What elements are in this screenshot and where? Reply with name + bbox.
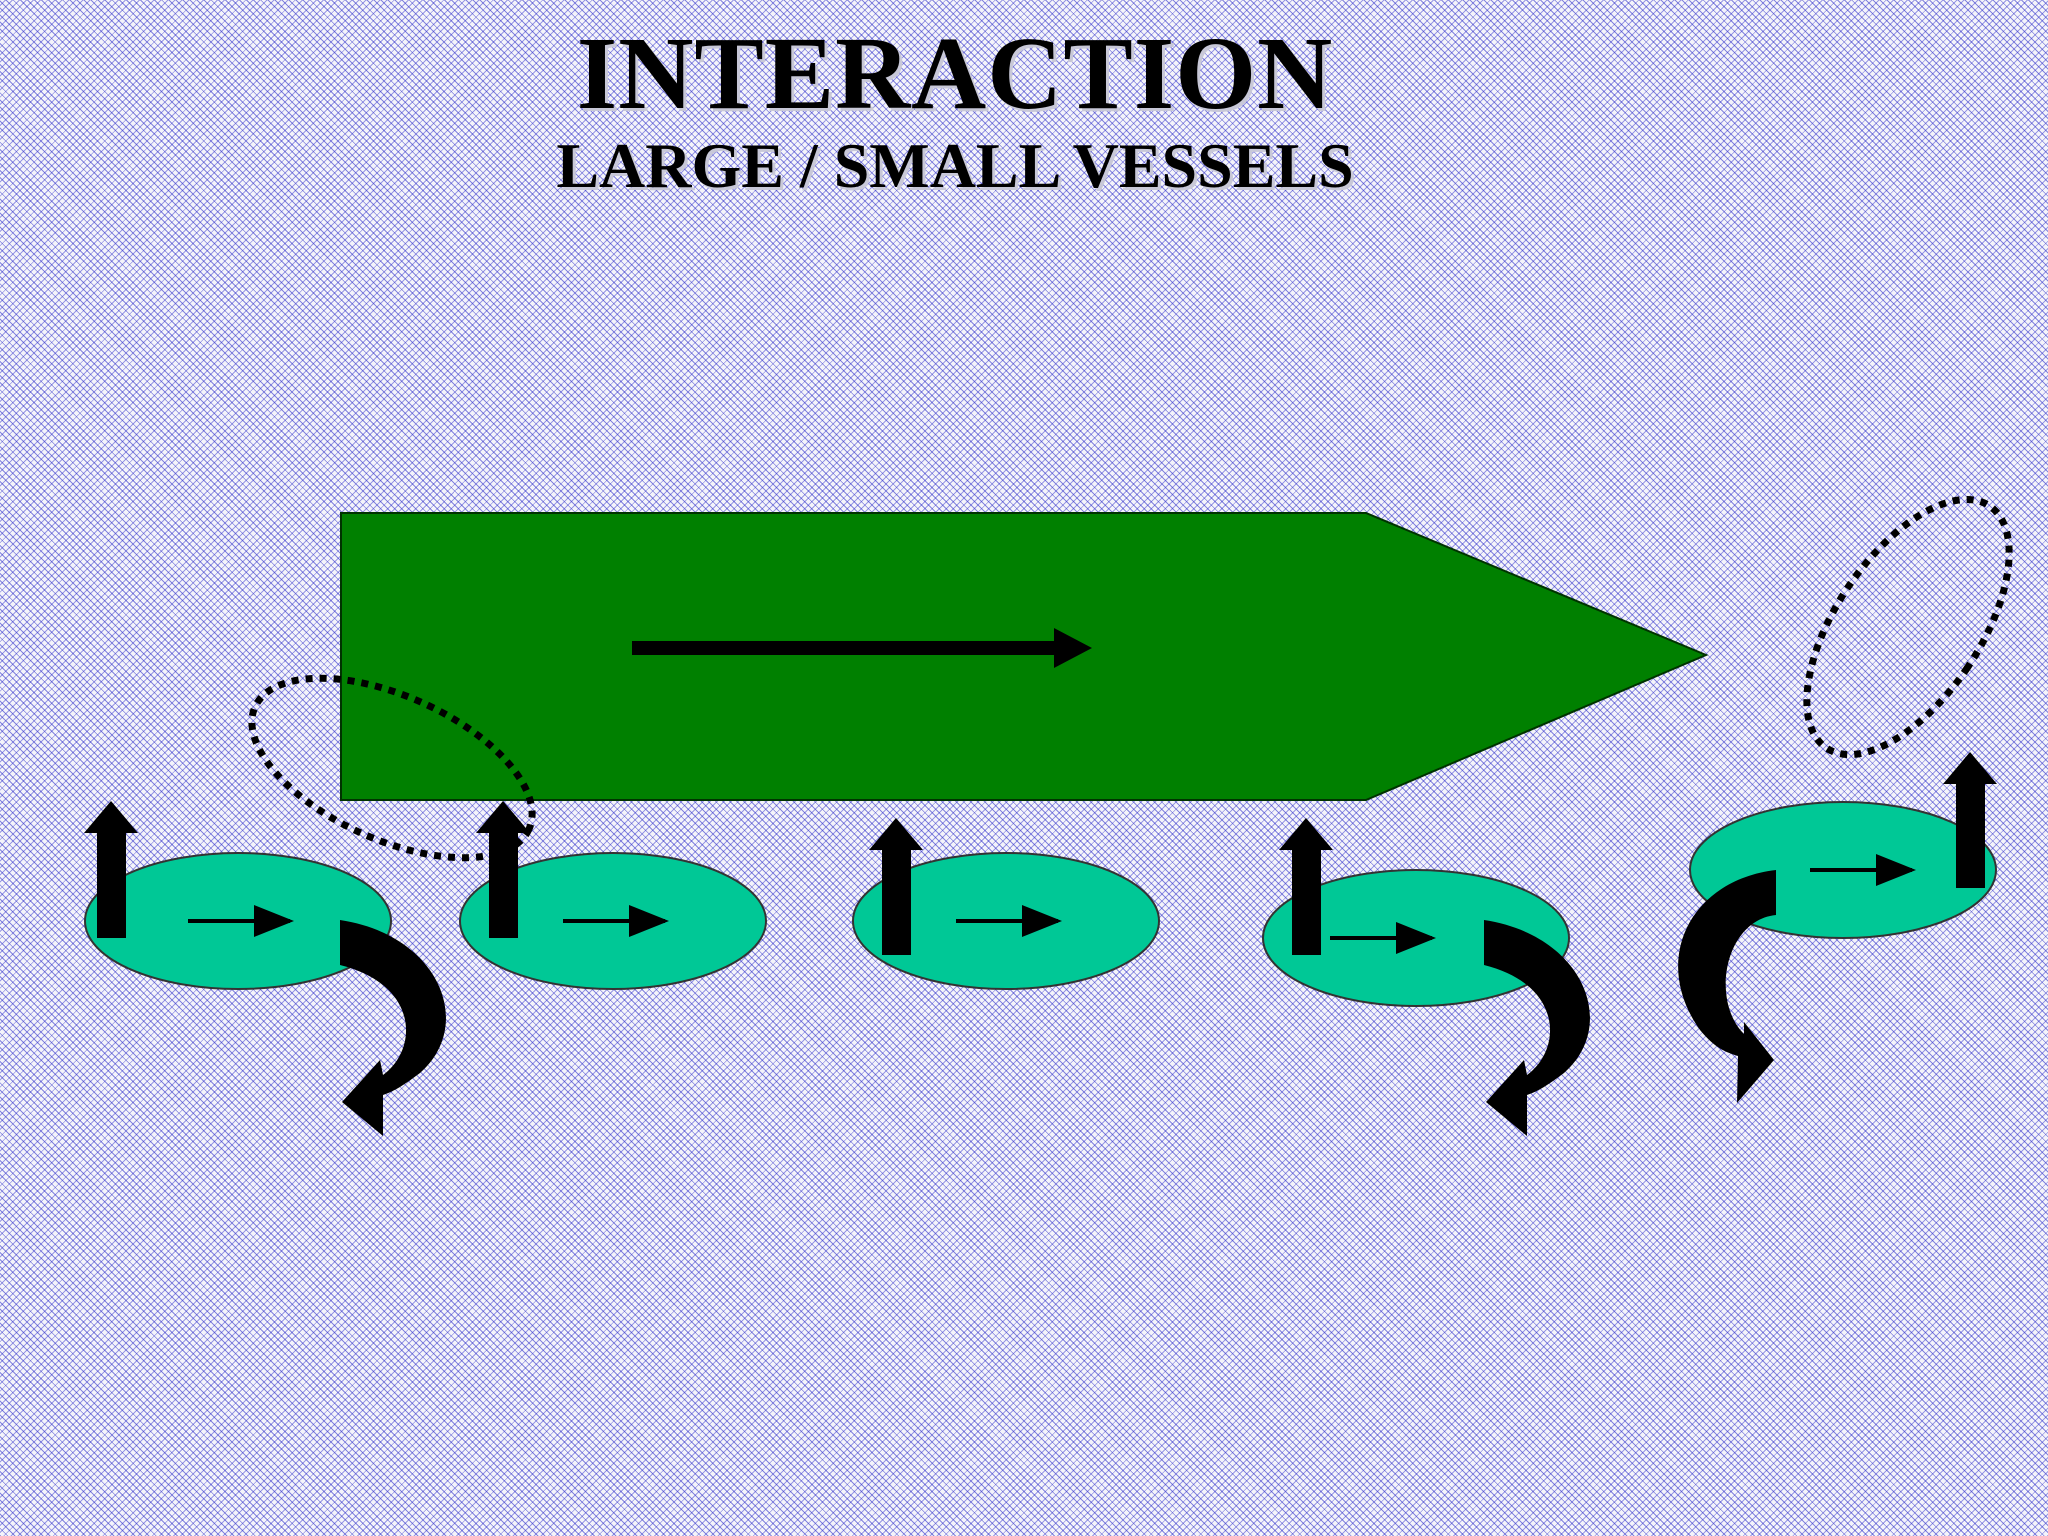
small-vessel-5 bbox=[1678, 752, 1997, 1103]
slide-title: INTERACTION bbox=[576, 16, 1334, 131]
small-vessel-2 bbox=[459, 801, 767, 990]
yaw-moment-curved-arrow bbox=[340, 920, 446, 1136]
slide-subtitle: LARGE / SMALL VESSELS bbox=[556, 130, 1354, 201]
pressure-zone-stern bbox=[248, 674, 536, 862]
large-vessel-heading-arrow bbox=[632, 628, 1092, 668]
lateral-force-up-arrow bbox=[476, 801, 530, 938]
lateral-force-up-arrow bbox=[1279, 818, 1333, 955]
title-block: INTERACTION LARGE / SMALL VESSELS bbox=[0, 18, 1910, 202]
lateral-force-up-arrow bbox=[869, 818, 923, 955]
small-vessel-4 bbox=[1262, 818, 1590, 1136]
yaw-moment-curved-arrow bbox=[1484, 920, 1590, 1136]
small-vessel-3 bbox=[852, 818, 1160, 990]
small-vessel-1 bbox=[84, 801, 446, 1136]
yaw-moment-curved-arrow bbox=[1678, 870, 1776, 1103]
large-vessel-hull bbox=[340, 512, 1709, 801]
pressure-zone-bow bbox=[1803, 495, 2013, 759]
lateral-force-up-arrow bbox=[1943, 752, 1997, 888]
lateral-force-up-arrow bbox=[84, 801, 138, 938]
